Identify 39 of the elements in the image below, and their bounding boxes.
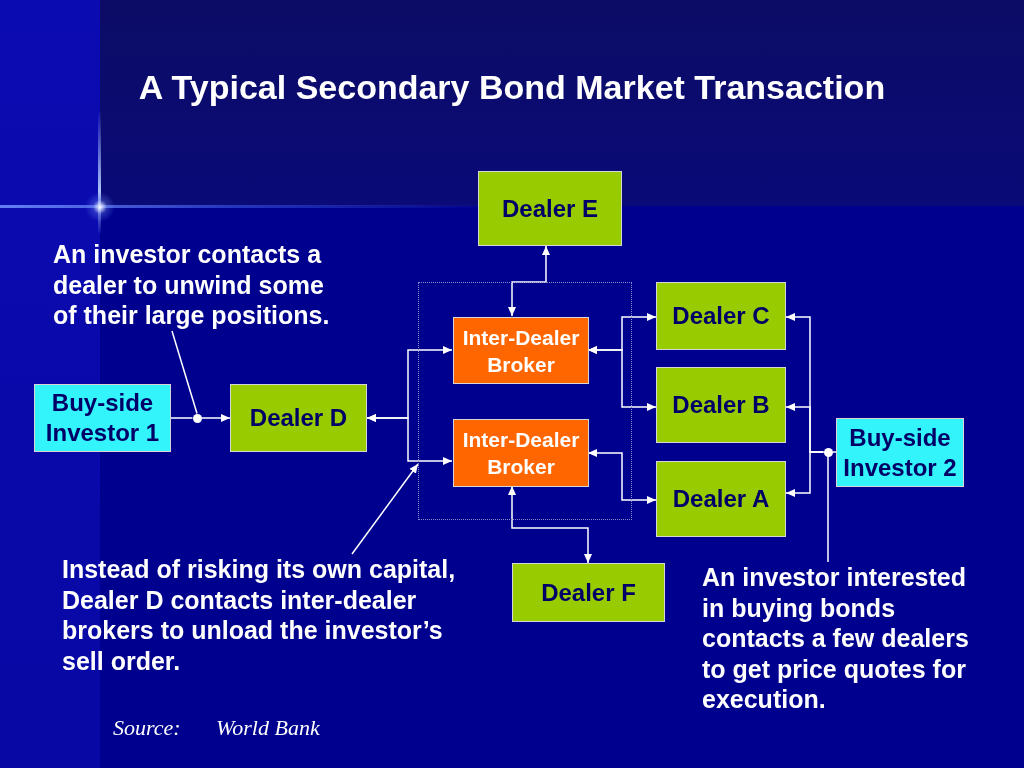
source-text: World Bank <box>216 715 320 741</box>
investor-box <box>836 418 964 487</box>
annotation-text: An investor interested in buying bonds contacts a few dealers to get price quotes for execution. <box>702 562 978 715</box>
investor-label: Buy-side Investor 1 <box>44 388 161 448</box>
broker-label: Inter-Dealer Broker <box>461 427 581 480</box>
dealer-label: Dealer D <box>249 403 348 433</box>
investor-label: Buy-side Investor 2 <box>842 422 958 483</box>
dealer-box <box>656 461 786 537</box>
junction-dot <box>823 447 833 457</box>
annotation-text: Instead of risking its own capital, Dealer D contacts inter-dealer brokers to unload the investor’s sell order. <box>62 554 472 676</box>
dealer-label: Dealer F <box>541 577 636 608</box>
dealer-box <box>656 282 786 350</box>
broker-label: Inter-Dealer Broker <box>461 324 581 378</box>
dealer-box <box>230 384 367 452</box>
leader-line <box>351 463 419 555</box>
connector-arrow <box>508 245 550 317</box>
broker-box <box>453 419 589 487</box>
broker-box <box>453 317 589 384</box>
connector-arrow <box>785 451 825 497</box>
annotation-text: An investor contacts a dealer to unwind some of their large positions. <box>53 239 353 331</box>
connector-arrow <box>366 414 453 465</box>
dealer-label: Dealer E <box>501 193 599 224</box>
dealer-box <box>656 367 786 443</box>
dealer-label: Dealer A <box>672 484 770 514</box>
dealer-box <box>478 171 622 246</box>
dealer-label: Dealer B <box>672 390 770 420</box>
slide-title: A Typical Secondary Bond Market Transaction <box>137 67 887 108</box>
connector-arrow <box>200 414 231 422</box>
group-outline <box>418 282 632 520</box>
connector-arrow <box>587 449 657 504</box>
source-text: Source: <box>113 715 181 741</box>
leader-line <box>171 330 198 415</box>
connector-arrow <box>587 346 657 411</box>
dealer-label: Dealer C <box>672 301 770 331</box>
connector-arrow <box>508 485 592 564</box>
dealer-box <box>512 563 665 622</box>
junction-dot <box>192 413 202 423</box>
leader-line <box>827 455 829 563</box>
investor-box <box>34 384 171 452</box>
